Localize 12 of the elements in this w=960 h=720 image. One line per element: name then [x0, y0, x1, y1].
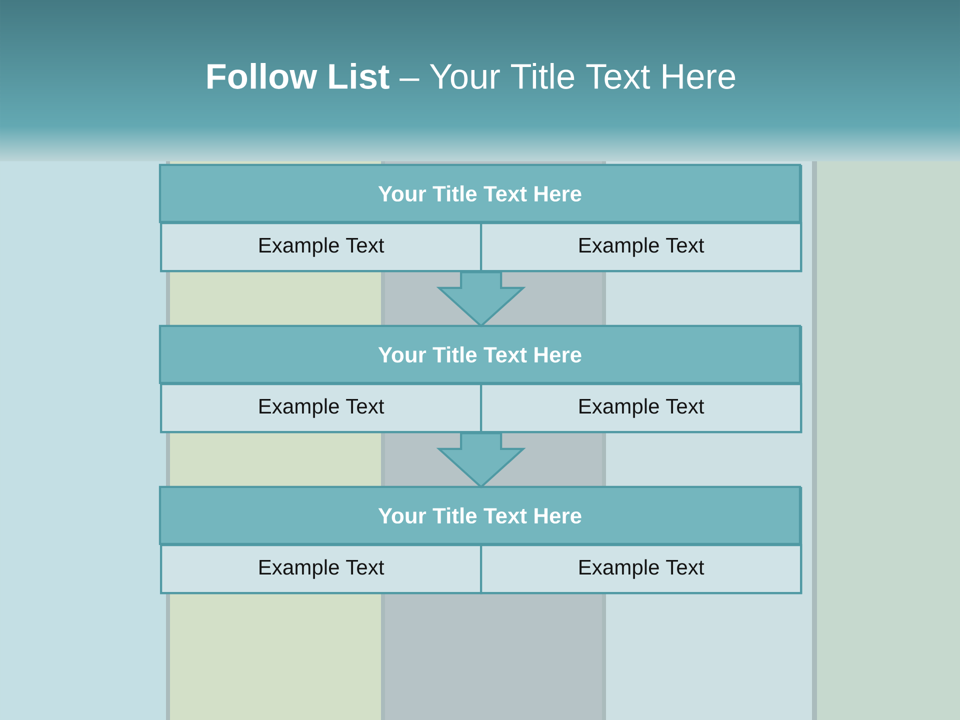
header-bar: Your Title Text Here [158, 486, 802, 546]
table-cell: Example Text [160, 383, 482, 434]
header-bar: Your Title Text Here [158, 324, 802, 384]
slide-title: Follow List – Your Title Text Here [208, 63, 736, 89]
table-cell: Example Text [480, 544, 802, 594]
table-cell: Example Text [160, 222, 482, 272]
block-arrow [436, 271, 526, 328]
header-bar: Your Title Text Here [158, 164, 802, 224]
table-cell: Example Text [480, 222, 802, 272]
table-cell: Example Text [160, 544, 482, 594]
block-arrow [436, 432, 526, 488]
table-cell: Example Text [480, 383, 802, 434]
